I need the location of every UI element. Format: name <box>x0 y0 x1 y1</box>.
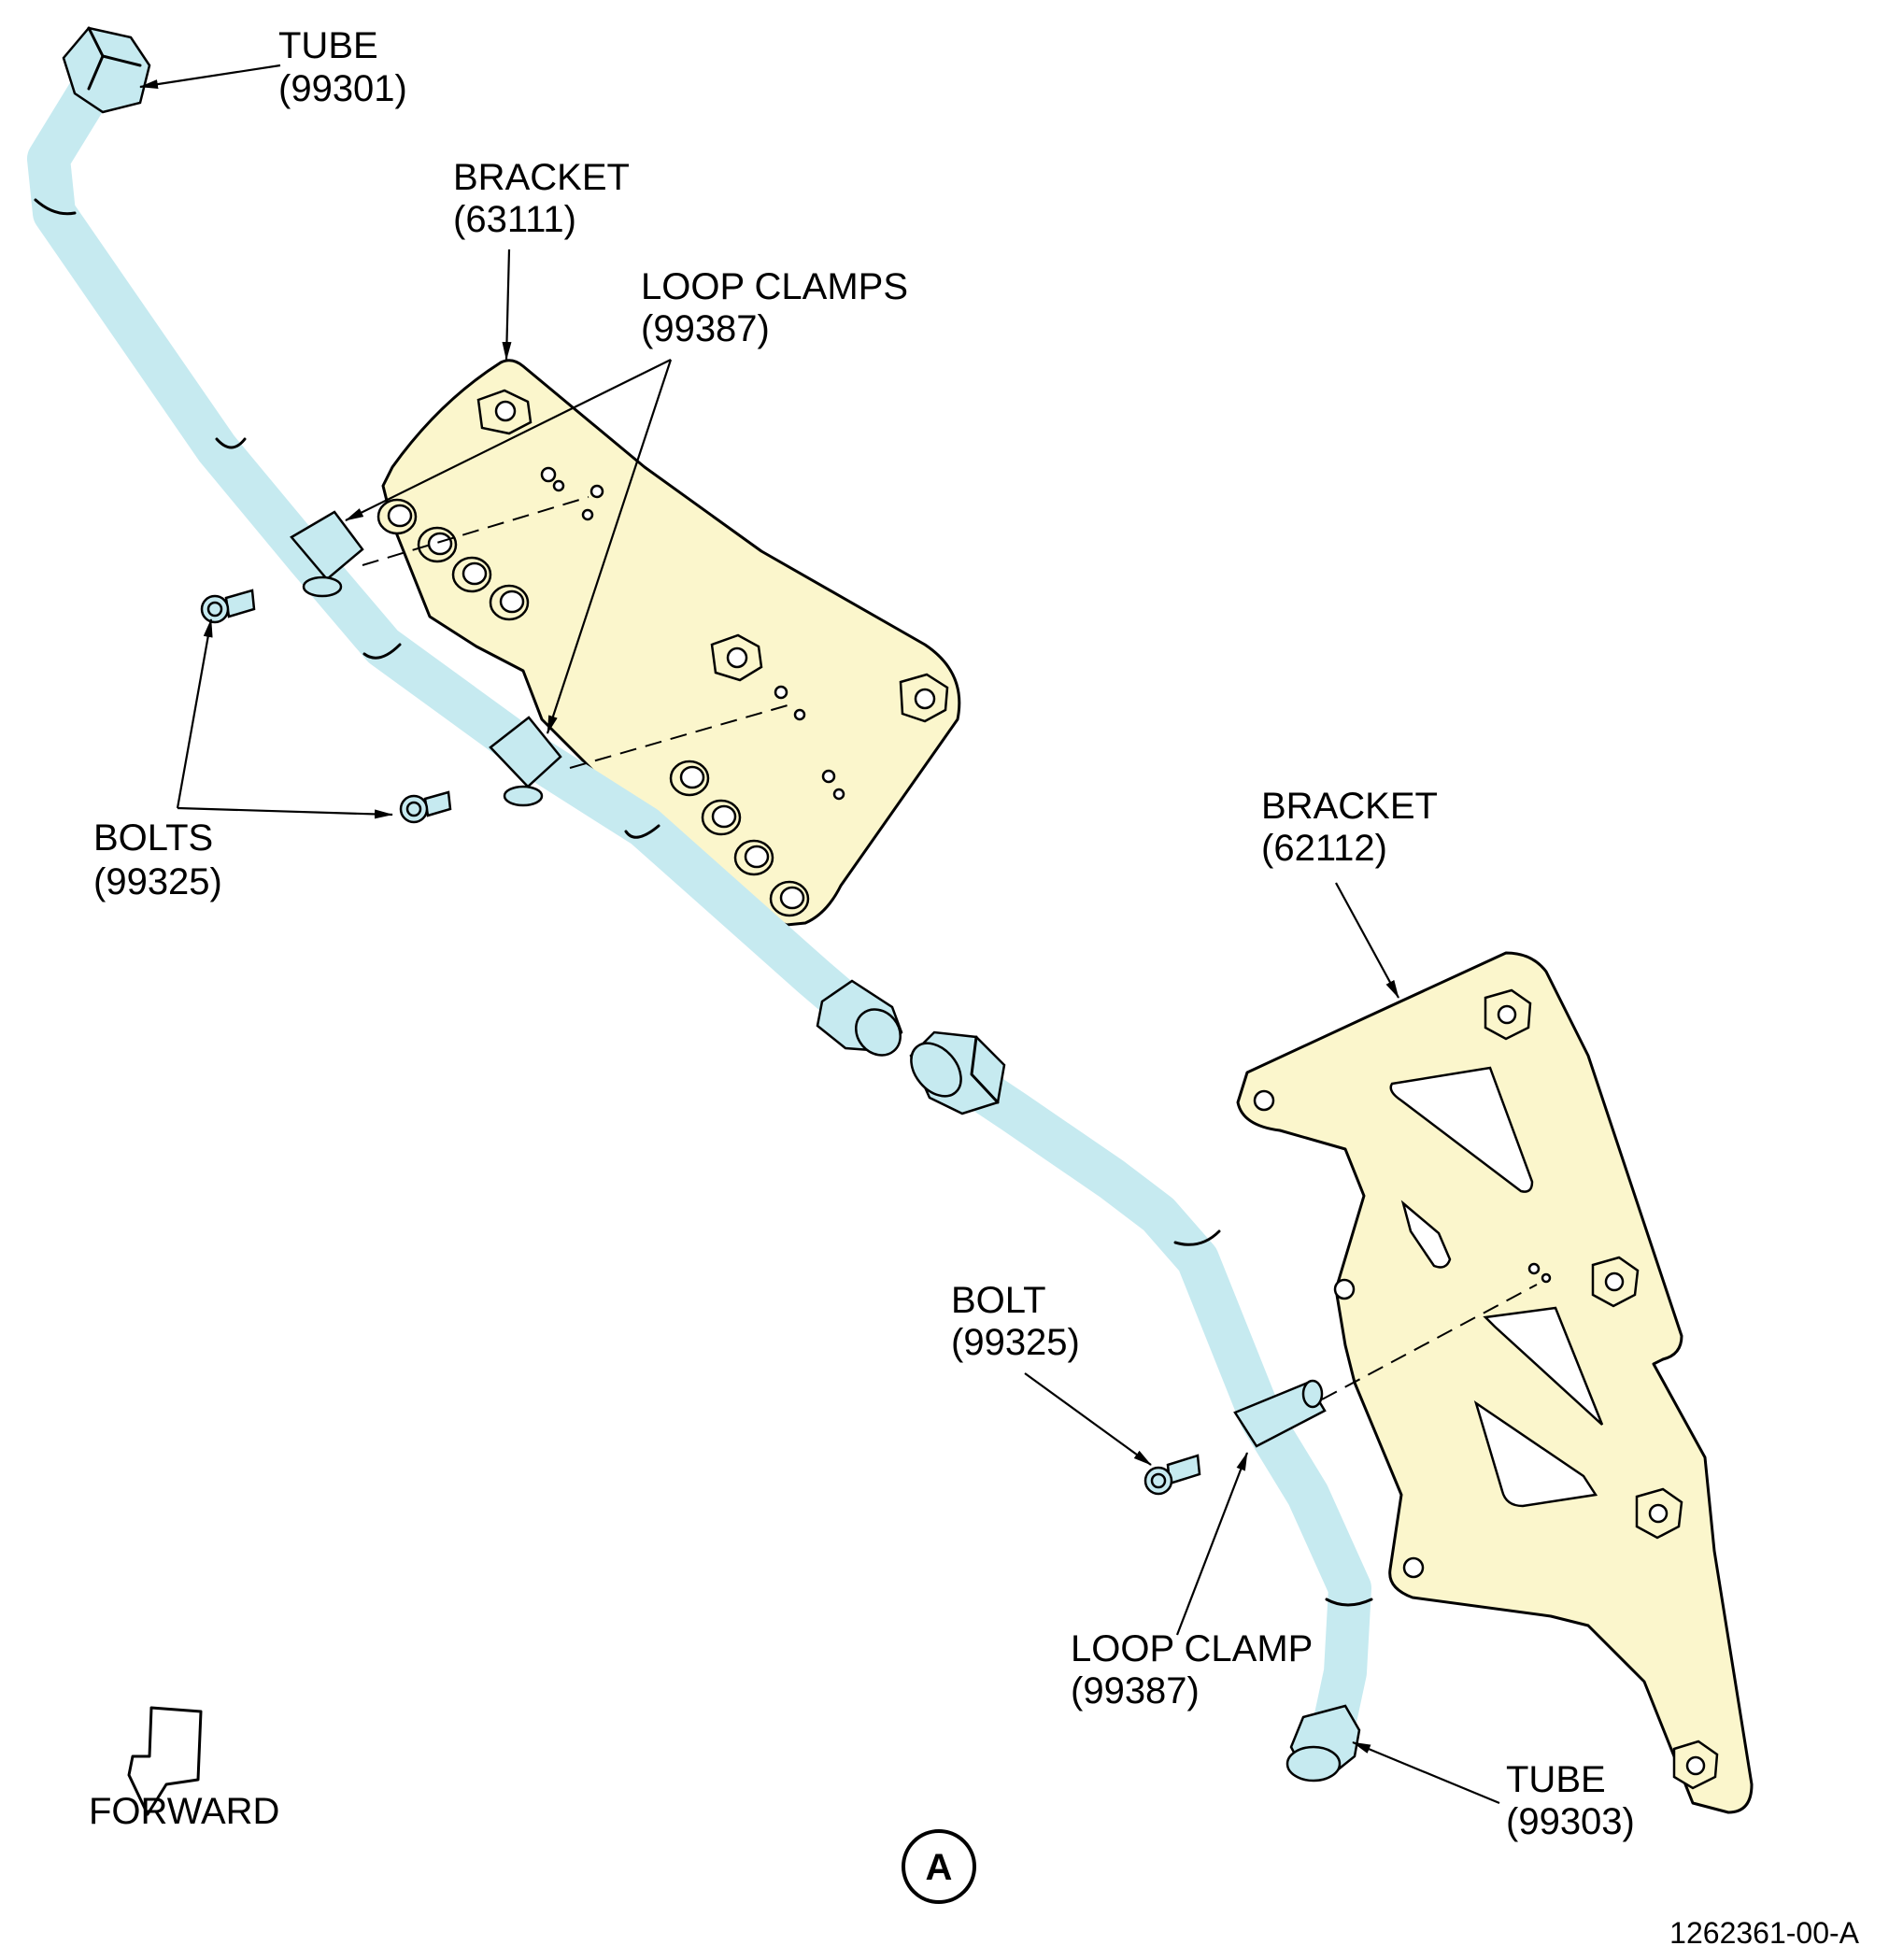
label-loop-clamps-name: LOOP CLAMPS <box>641 266 908 307</box>
tube-99303 <box>909 1030 1373 1782</box>
label-bolt-name: BOLT <box>951 1280 1046 1321</box>
figure-id: 1262361-00-A <box>1669 1916 1859 1950</box>
bolt-upper-1 <box>200 589 256 624</box>
label-bolts-part: (99325) <box>93 861 222 902</box>
tube-99301-bottom-fitting <box>816 979 903 1057</box>
tube-99303-top-fitting <box>909 1030 1006 1115</box>
bracket-62112-nut-4 <box>1672 1740 1719 1790</box>
label-loop-clamps-part: (99387) <box>641 308 770 349</box>
label-bracket-lower-part: (62112) <box>1261 828 1387 869</box>
label-loop-clamp-name: LOOP CLAMP <box>1071 1628 1313 1669</box>
loop-clamp-upper-1 <box>290 510 364 598</box>
label-loop-clamp-part: (99387) <box>1071 1670 1200 1711</box>
label-bracket-upper-part: (63111) <box>453 199 576 240</box>
loop-clamp-upper-2 <box>489 716 562 807</box>
label-tube-top-part: (99301) <box>278 68 407 109</box>
bracket-63111-bosses-lower <box>669 760 810 917</box>
forward-label: FORWARD <box>89 1791 279 1832</box>
view-circle <box>902 1829 976 1904</box>
label-bracket-lower-name: BRACKET <box>1261 786 1438 827</box>
label-bolt-part: (99325) <box>951 1322 1080 1363</box>
bolt-lower <box>1143 1454 1201 1496</box>
forward-arrow-icon <box>127 1706 203 1816</box>
label-tube-bottom-name: TUBE <box>1506 1759 1606 1800</box>
bracket-63111-mount-nut-top <box>476 389 533 435</box>
bracket-63111-mount-nut-mid <box>710 633 763 682</box>
bracket-62112 <box>1236 951 1754 1814</box>
label-bracket-upper-name: BRACKET <box>453 157 630 198</box>
view-letter: A <box>926 1847 953 1888</box>
bracket-63111-bosses-upper <box>376 498 530 621</box>
loop-clamp-lower <box>1233 1379 1327 1448</box>
bracket-63111-mount-nut-right <box>899 673 949 723</box>
bracket-62112-nut-1 <box>1484 988 1532 1041</box>
bracket-62112-nut-3 <box>1635 1487 1683 1540</box>
bolt-upper-2 <box>399 790 452 824</box>
tube-99303-bottom-fitting <box>1285 1704 1361 1782</box>
bracket-62112-nut-2 <box>1591 1256 1640 1308</box>
label-tube-top-name: TUBE <box>278 25 378 66</box>
tube-99301 <box>27 26 903 1057</box>
label-tube-bottom-part: (99303) <box>1506 1801 1635 1842</box>
bracket-63111 <box>376 359 961 927</box>
label-bolts-name: BOLTS <box>93 817 213 859</box>
